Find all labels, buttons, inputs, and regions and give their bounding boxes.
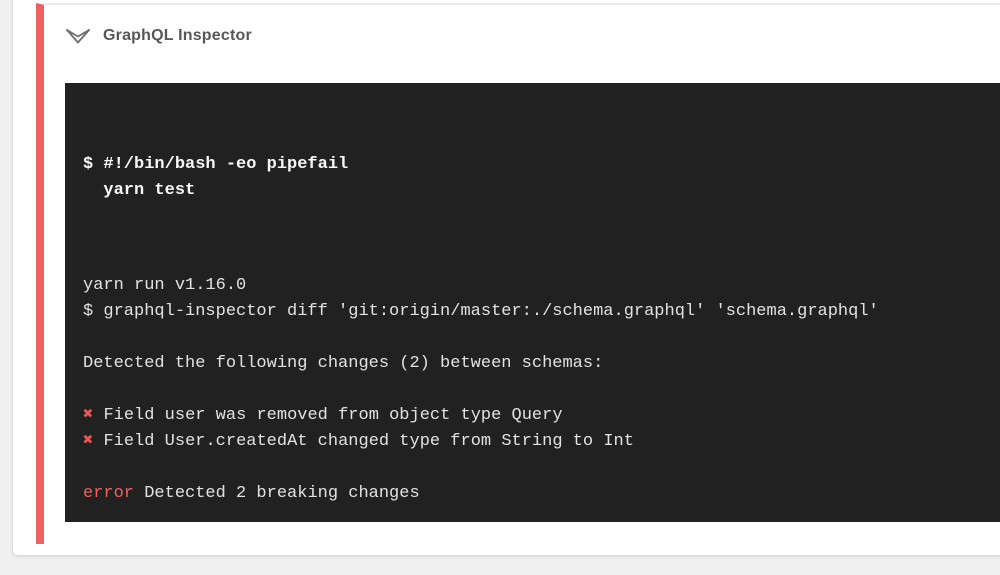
terminal-line: ✖ Field user was removed from object typ… [83, 403, 1000, 429]
log-segment-error: error [83, 484, 135, 503]
log-segment: Detected 2 breaking changes [134, 484, 420, 503]
build-step-card: GraphQL Inspector $ #!/bin/bash -eo pipe… [12, 0, 1000, 556]
terminal-line: yarn run v1.16.0 [83, 273, 1000, 299]
terminal-line [83, 377, 1000, 403]
step-header[interactable]: GraphQL Inspector [44, 5, 1000, 67]
terminal-command-block: $ #!/bin/bash -eo pipefail yarn test [83, 152, 1000, 204]
log-segment: Field user was removed from object type … [93, 406, 563, 425]
terminal-line [83, 325, 1000, 351]
terminal-line: Detected the following changes (2) betwe… [83, 351, 1000, 377]
log-segment: Detected the following changes (2) betwe… [83, 354, 604, 373]
log-segment-cross: ✖ [83, 432, 94, 451]
terminal-output: $ #!/bin/bash -eo pipefail yarn test yar… [65, 83, 1000, 522]
terminal-line: $ #!/bin/bash -eo pipefail [83, 155, 349, 174]
log-segment-cross: ✖ [83, 406, 94, 425]
failed-step-panel: GraphQL Inspector $ #!/bin/bash -eo pipe… [36, 3, 1000, 544]
terminal-line [83, 507, 1000, 522]
log-segment: yarn run v1.16.0 [83, 276, 247, 295]
terminal-line [83, 455, 1000, 481]
chevron-down-icon[interactable] [64, 24, 92, 48]
log-segment: $ graphql-inspector diff 'git:origin/mas… [83, 302, 879, 321]
terminal-line: $ graphql-inspector diff 'git:origin/mas… [83, 299, 1000, 325]
terminal-line: yarn test [83, 181, 196, 200]
terminal-line: ✖ Field User.createdAt changed type from… [83, 429, 1000, 455]
log-segment: Field User.createdAt changed type from S… [93, 432, 634, 451]
terminal-log-block: yarn run v1.16.0 $ graphql-inspector diff… [83, 273, 1000, 522]
terminal-line: error Detected 2 breaking changes [83, 481, 1000, 507]
step-title: GraphQL Inspector [103, 27, 252, 44]
